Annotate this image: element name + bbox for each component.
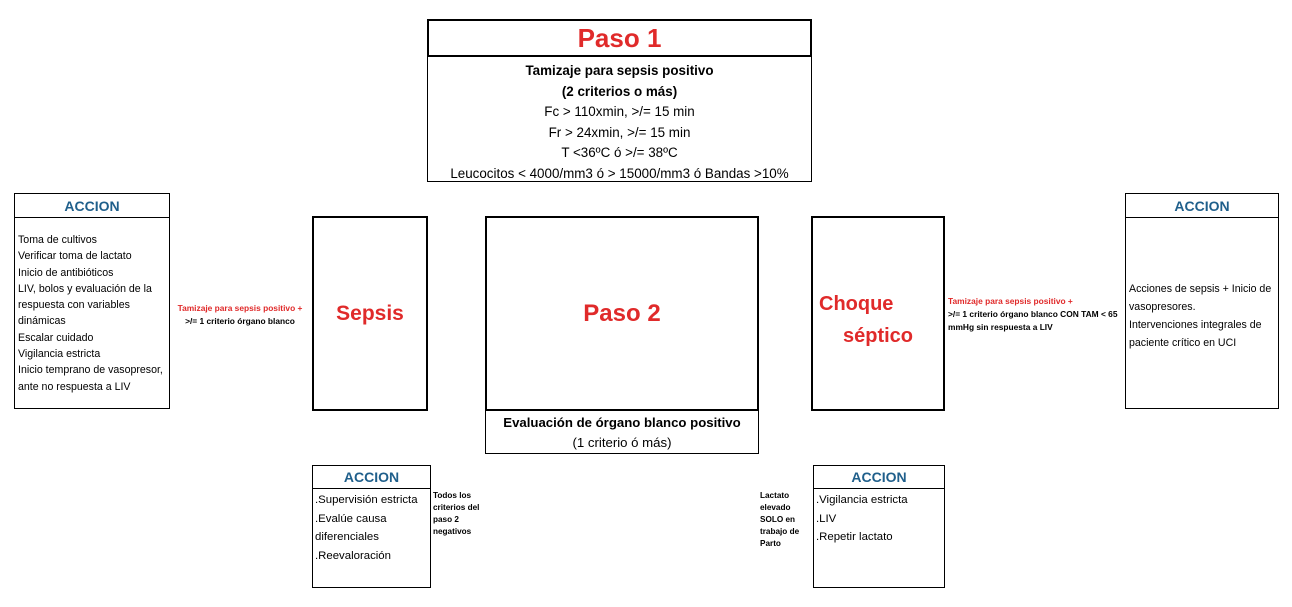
list-item: Verificar toma de lactato xyxy=(18,250,132,263)
choque-line2: séptico xyxy=(843,325,914,347)
right-accion-list: Acciones de sepsis + Inicio de vasopreso… xyxy=(1125,217,1279,409)
choque-line1: Choque xyxy=(819,293,894,315)
list-item: Inicio de antibióticos xyxy=(18,266,114,279)
paso2-evaluation: Evaluación de órgano blanco positivo (1 … xyxy=(485,410,759,454)
paso2-eval-line2: (1 criterio ó más) xyxy=(572,435,672,450)
sepsis-trigger-line2: >/= 1 criterio órgano blanco xyxy=(185,316,295,326)
paso1-heading: Tamizaje para sepsis positivo xyxy=(525,63,714,78)
list-item: Intervenciones integrales de paciente cr… xyxy=(1129,319,1262,349)
paso2-eval-line1: Evaluación de órgano blanco positivo xyxy=(503,415,741,430)
bottom-left-accion-title: ACCION xyxy=(312,465,431,489)
paso2-box: Paso 2 xyxy=(485,216,759,411)
paso1-criterion: Fr > 24xmin, >/= 15 min xyxy=(548,124,691,140)
bottom-right-accion-title: ACCION xyxy=(813,465,945,489)
bottom-left-accion-list: .Supervisión estricta .Evalúe causa dife… xyxy=(312,488,431,588)
list-item: LIV, bolos y evaluación de la respuesta … xyxy=(18,282,152,328)
list-item: .Evalúe causa diferenciales xyxy=(315,512,387,544)
left-accion-list: Toma de cultivos Verificar toma de lacta… xyxy=(14,217,170,409)
list-item: .Vigilancia estricta xyxy=(816,494,908,506)
choque-trigger-line2: >/= 1 criterio órgano blanco CON TAM < 6… xyxy=(948,309,1118,332)
choque-trigger-line1: Tamizaje para sepsis positivo + xyxy=(948,296,1073,306)
list-item: Inicio temprano de vasopresor, ante no r… xyxy=(18,364,163,393)
right-accion-title: ACCION xyxy=(1125,193,1279,218)
paso1-criteria-box: Tamizaje para sepsis positivo (2 criteri… xyxy=(427,56,812,182)
sepsis-trigger-line1: Tamizaje para sepsis positivo + xyxy=(177,303,303,313)
paso1-criterion: Leucocitos < 4000/mm3 ó > 15000/mm3 ó Ba… xyxy=(450,165,789,181)
paso1-criterion: Fc > 110xmin, >/= 15 min xyxy=(544,104,695,119)
list-item: Toma de cultivos xyxy=(18,234,97,246)
paso1-title: Paso 1 xyxy=(427,19,812,57)
list-item: Escalar cuidado xyxy=(18,331,94,344)
sepsis-trigger-text: Tamizaje para sepsis positivo + >/= 1 cr… xyxy=(172,302,308,328)
bottom-right-note: Lactato elevado SOLO en trabajo de Parto xyxy=(760,491,800,548)
left-accion-title: ACCION xyxy=(14,193,170,218)
list-item: .Repetir lactato xyxy=(816,531,893,543)
list-item: Acciones de sepsis + Inicio de vasopreso… xyxy=(1129,283,1272,313)
choque-trigger-text: Tamizaje para sepsis positivo + >/= 1 cr… xyxy=(948,295,1128,334)
list-item: Vigilancia estricta xyxy=(18,348,101,361)
choque-septico-box: Choque séptico xyxy=(811,216,945,411)
bottom-right-accion-list: .Vigilancia estricta .LIV .Repetir lacta… xyxy=(813,488,945,588)
bottom-left-note: Todos los criterios del paso 2 negativos xyxy=(433,491,480,536)
sepsis-box: Sepsis xyxy=(312,216,428,411)
list-item: .LIV xyxy=(816,512,837,525)
paso1-criterion: T <36ºC ó >/= 38ºC xyxy=(561,145,678,160)
list-item: .Reevaloración xyxy=(315,549,391,562)
list-item: .Supervisión estricta xyxy=(315,494,418,506)
paso1-subheading: (2 criterios o más) xyxy=(561,83,678,99)
